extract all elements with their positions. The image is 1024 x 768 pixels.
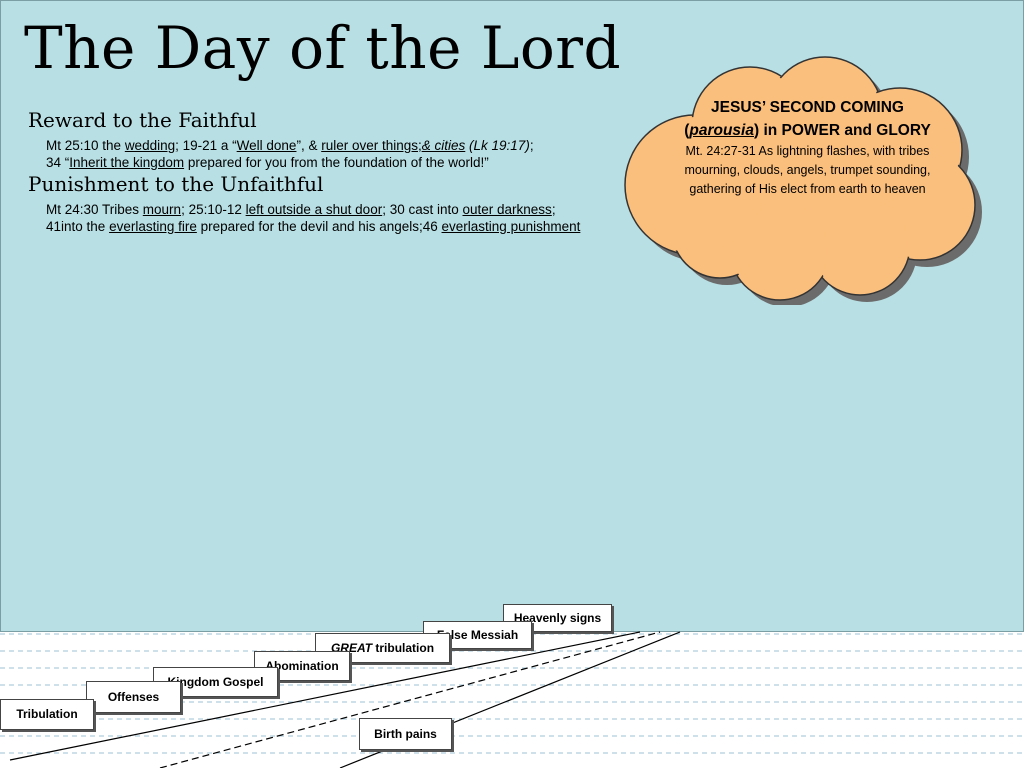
text-run: ( (684, 122, 690, 139)
parousia-term: parousia (689, 122, 754, 139)
underlined-term: everlasting punishment (441, 218, 581, 234)
timeline-dashed-line (159, 631, 661, 768)
reward-heading: Reward to the Faithful (28, 108, 257, 132)
text-run: ; 25:10-12 (181, 202, 246, 217)
text-run: prepared for you from the foundation of … (184, 154, 489, 170)
text-run: ; 19-21 a “ (175, 138, 237, 153)
text-run: ; (551, 202, 556, 217)
label-tribulation: Tribulation (0, 699, 94, 730)
timeline-line (9, 631, 641, 761)
text-run: ) in POWER and GLORY (753, 122, 931, 139)
text-run: JESUS’ SECOND COMING (711, 99, 904, 116)
punishment-heading: Punishment to the Unfaithful (28, 172, 324, 196)
label-offenses: Offenses (86, 681, 181, 713)
cloud-text: JESUS’ SECOND COMING (parousia) in POWER … (680, 96, 935, 199)
text-run: 34 “ (46, 154, 70, 170)
underlined-term: & cities (421, 138, 466, 153)
text-run: prepared for the devil and his angels;46 (196, 218, 442, 234)
underlined-term: mourn (142, 202, 182, 217)
underlined-term: Inherit the kingdom (69, 154, 185, 170)
punishment-text: Mt 24:30 Tribes mourn; 25:10-12 left out… (46, 202, 646, 235)
cloud-callout (624, 56, 982, 305)
label-birth-pains: Birth pains (359, 718, 452, 750)
reward-text: Mt 25:10 the wedding; 19-21 a “Well done… (46, 138, 626, 171)
text-run: 41into the (46, 218, 110, 234)
underlined-term: outer darkness (462, 202, 552, 217)
label-heavenly-signs: Heavenly signs (503, 604, 612, 632)
italic-reference: (Lk 19:17) (465, 138, 530, 153)
text-run: Mt 25:10 the (46, 138, 125, 153)
text-run: ”, & (296, 138, 322, 153)
cloud-title: JESUS’ SECOND COMING (parousia) in POWER … (680, 96, 935, 142)
page-title: The Day of the Lord (24, 14, 622, 82)
underlined-term: wedding (124, 138, 176, 153)
label-great-tribulation: GREAT tribulation (315, 633, 450, 663)
underlined-term: Well done (236, 138, 297, 153)
cloud-description: Mt. 24:27-31 As lightning flashes, with … (684, 144, 931, 196)
underlined-term: ruler over things; (321, 138, 422, 153)
underlined-term: left outside a shut door (245, 202, 383, 217)
text-run: tribulation (372, 641, 435, 655)
underlined-term: everlasting fire (109, 218, 197, 234)
text-run: Mt 24:30 Tribes (46, 202, 143, 217)
cloud-body (624, 56, 976, 301)
text-run: ; 30 cast into (382, 202, 463, 217)
text-run: ; (529, 138, 534, 153)
